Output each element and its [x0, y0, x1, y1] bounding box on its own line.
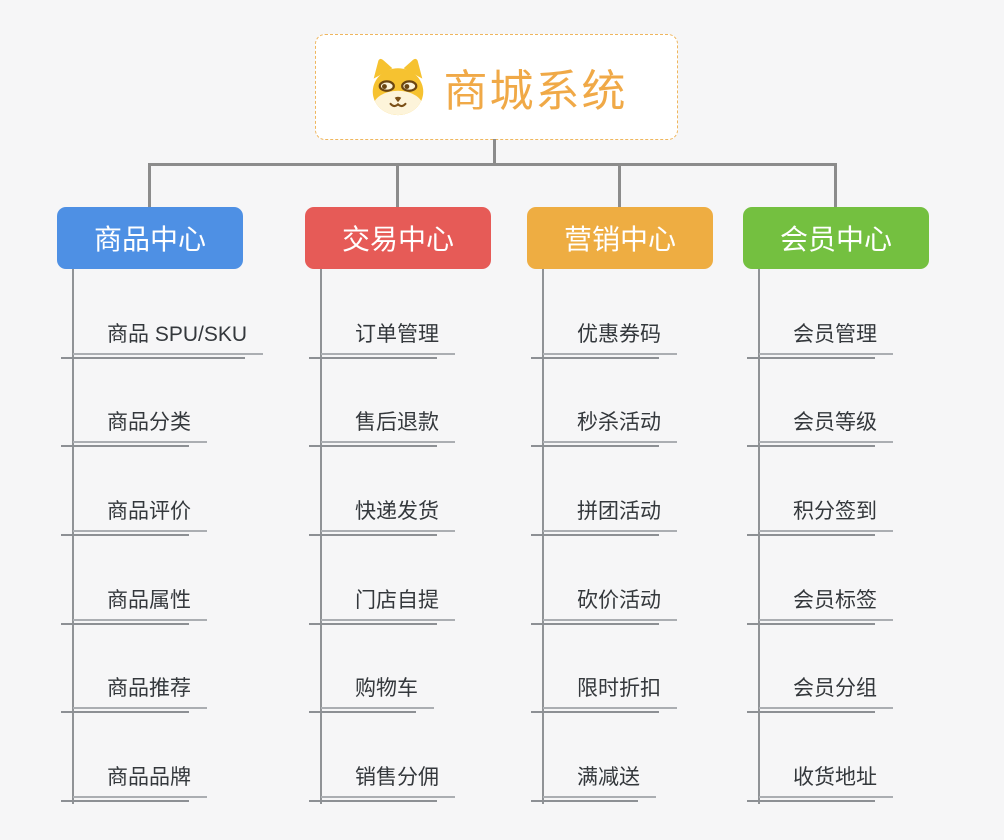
- leaf-label: 商品品牌: [61, 764, 207, 802]
- leaf-label: 会员管理: [747, 321, 893, 359]
- leaf-node[interactable]: 销售分佣: [309, 764, 455, 802]
- branch-trunk-1: [72, 269, 74, 804]
- leaf-label: 订单管理: [309, 321, 455, 359]
- leaf-label: 销售分佣: [309, 764, 455, 802]
- connector-drop-4: [834, 163, 837, 207]
- leaf-node[interactable]: 商品属性: [61, 587, 207, 625]
- leaf-node[interactable]: 商品品牌: [61, 764, 207, 802]
- branch-node-trade[interactable]: 交易中心: [305, 207, 491, 269]
- leaf-node[interactable]: 砍价活动: [531, 587, 677, 625]
- branch-label: 会员中心: [779, 224, 892, 255]
- root-node[interactable]: 商城系统: [315, 34, 678, 140]
- leaf-label: 商品分类: [61, 409, 207, 447]
- branch-label: 营销中心: [563, 224, 676, 255]
- leaf-node[interactable]: 会员等级: [747, 409, 893, 447]
- branch-trunk-3: [542, 269, 544, 804]
- root-title: 商城系统: [443, 67, 628, 116]
- leaf-node[interactable]: 商品 SPU/SKU: [60, 321, 264, 359]
- leaf-node[interactable]: 优惠券码: [531, 321, 677, 359]
- branch-label: 商品中心: [93, 224, 206, 255]
- leaf-node[interactable]: 会员管理: [747, 321, 893, 359]
- connector-drop-1: [148, 163, 151, 207]
- leaf-node[interactable]: 商品推荐: [61, 675, 207, 713]
- leaf-node[interactable]: 快递发货: [309, 498, 455, 536]
- leaf-label: 商品评价: [61, 498, 207, 536]
- connector-root-drop: [493, 139, 496, 163]
- leaf-node[interactable]: 拼团活动: [531, 498, 677, 536]
- connector-drop-3: [618, 163, 621, 207]
- leaf-label: 满减送: [531, 764, 656, 802]
- branch-node-marketing[interactable]: 营销中心: [527, 207, 713, 269]
- leaf-label: 商品 SPU/SKU: [60, 321, 264, 359]
- branch-node-product[interactable]: 商品中心: [57, 207, 243, 269]
- leaf-label: 拼团活动: [531, 498, 677, 536]
- leaf-node[interactable]: 满减送: [531, 764, 656, 802]
- leaf-label: 会员标签: [747, 587, 893, 625]
- leaf-label: 秒杀活动: [531, 409, 677, 447]
- dog-face-icon: [372, 58, 423, 116]
- leaf-label: 砍价活动: [531, 587, 677, 625]
- leaf-node[interactable]: 限时折扣: [531, 675, 677, 713]
- connector-drop-2: [396, 163, 399, 207]
- branch-trunk-4: [758, 269, 760, 804]
- leaf-label: 会员等级: [747, 409, 893, 447]
- leaf-node[interactable]: 收货地址: [747, 764, 893, 802]
- leaf-label: 商品推荐: [61, 675, 207, 713]
- leaf-node[interactable]: 会员分组: [747, 675, 893, 713]
- leaf-label: 收货地址: [747, 764, 893, 802]
- leaf-node[interactable]: 购物车: [309, 675, 434, 713]
- branch-label: 交易中心: [341, 224, 454, 255]
- leaf-label: 优惠券码: [531, 321, 677, 359]
- leaf-label: 商品属性: [61, 587, 207, 625]
- leaf-node[interactable]: 订单管理: [309, 321, 455, 359]
- leaf-label: 积分签到: [747, 498, 893, 536]
- leaf-label: 会员分组: [747, 675, 893, 713]
- leaf-node[interactable]: 门店自提: [309, 587, 455, 625]
- leaf-label: 售后退款: [309, 409, 455, 447]
- leaf-node[interactable]: 商品评价: [61, 498, 207, 536]
- leaf-node[interactable]: 会员标签: [747, 587, 893, 625]
- leaf-label: 购物车: [309, 675, 434, 713]
- connector-bus: [148, 163, 837, 166]
- leaf-node[interactable]: 售后退款: [309, 409, 455, 447]
- leaf-node[interactable]: 积分签到: [747, 498, 893, 536]
- branch-node-member[interactable]: 会员中心: [743, 207, 929, 269]
- leaf-label: 快递发货: [309, 498, 455, 536]
- branch-trunk-2: [320, 269, 322, 804]
- leaf-node[interactable]: 秒杀活动: [531, 409, 677, 447]
- leaf-label: 门店自提: [309, 587, 455, 625]
- leaf-label: 限时折扣: [531, 675, 677, 713]
- leaf-node[interactable]: 商品分类: [61, 409, 207, 447]
